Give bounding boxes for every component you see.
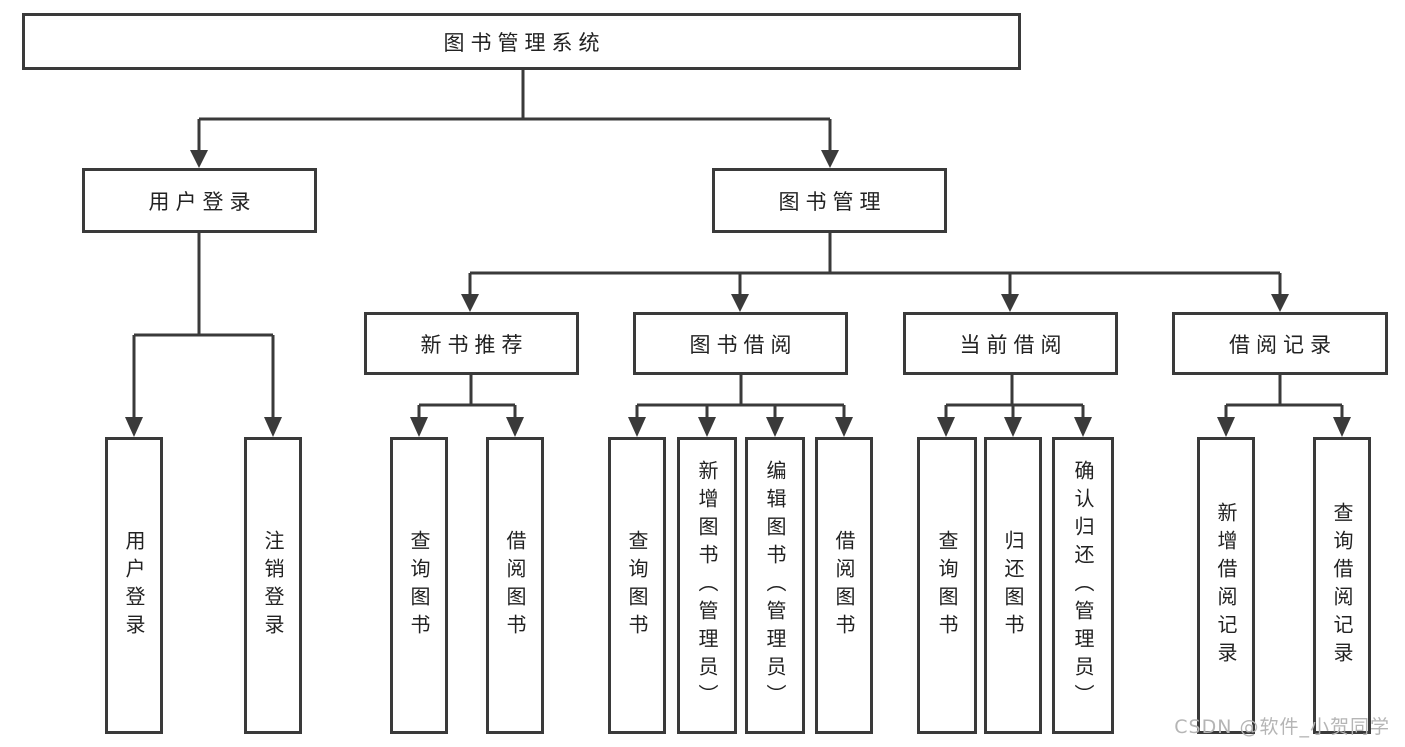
node-current-borrowing: 当前借阅 <box>903 312 1118 375</box>
node-new-book-recommendation-label: 新书推荐 <box>420 332 529 357</box>
leaf-return-book-label: 归还图书 <box>1001 529 1025 642</box>
leaf-user-login-label: 用户登录 <box>122 529 146 642</box>
leaf-add-borrow-record-label: 新增借阅记录 <box>1214 501 1238 670</box>
node-book-management: 图书管理 <box>712 168 947 233</box>
leaf-add-book-admin-label: 新增图书（管理员） <box>695 459 719 712</box>
leaf-query-books-recommend-label: 查询图书 <box>407 529 431 642</box>
leaf-add-borrow-record: 新增借阅记录 <box>1197 437 1255 734</box>
node-new-book-recommendation: 新书推荐 <box>364 312 579 375</box>
node-user-login-label: 用户登录 <box>148 189 257 214</box>
csdn-watermark: CSDN @软件_小贺同学 <box>1174 716 1390 738</box>
leaf-borrow-books-recommend-label: 借阅图书 <box>503 529 527 642</box>
leaf-query-books-borrow: 查询图书 <box>608 437 666 734</box>
leaf-edit-book-admin-label: 编辑图书（管理员） <box>763 459 787 712</box>
leaf-logout-label: 注销登录 <box>261 529 285 642</box>
leaf-edit-book-admin: 编辑图书（管理员） <box>745 437 805 734</box>
leaf-query-books-recommend: 查询图书 <box>390 437 448 734</box>
node-borrowing-records: 借阅记录 <box>1172 312 1388 375</box>
leaf-confirm-return-admin: 确认归还（管理员） <box>1052 437 1114 734</box>
leaf-query-books-borrow-label: 查询图书 <box>625 529 649 642</box>
node-book-borrowing: 图书借阅 <box>633 312 848 375</box>
leaf-user-login: 用户登录 <box>105 437 163 734</box>
leaf-logout: 注销登录 <box>244 437 302 734</box>
node-book-management-system-label: 图书管理系统 <box>443 30 606 55</box>
leaf-borrow-books-recommend: 借阅图书 <box>486 437 544 734</box>
leaf-return-book: 归还图书 <box>984 437 1042 734</box>
arrowheads <box>125 150 1351 437</box>
leaf-query-borrow-record: 查询借阅记录 <box>1313 437 1371 734</box>
node-book-borrowing-label: 图书借阅 <box>689 332 798 357</box>
leaf-borrow-books: 借阅图书 <box>815 437 873 734</box>
leaf-confirm-return-admin-label: 确认归还（管理员） <box>1071 459 1095 712</box>
node-book-management-system: 图书管理系统 <box>22 13 1021 70</box>
leaf-query-borrow-record-label: 查询借阅记录 <box>1330 501 1354 670</box>
node-book-management-label: 图书管理 <box>778 189 887 214</box>
leaf-borrow-books-label: 借阅图书 <box>832 529 856 642</box>
leaf-query-books-current: 查询图书 <box>917 437 977 734</box>
leaf-add-book-admin: 新增图书（管理员） <box>677 437 737 734</box>
node-borrowing-records-label: 借阅记录 <box>1229 332 1337 357</box>
node-user-login: 用户登录 <box>82 168 317 233</box>
node-current-borrowing-label: 当前借阅 <box>959 332 1068 357</box>
leaf-query-books-current-label: 查询图书 <box>935 529 959 642</box>
